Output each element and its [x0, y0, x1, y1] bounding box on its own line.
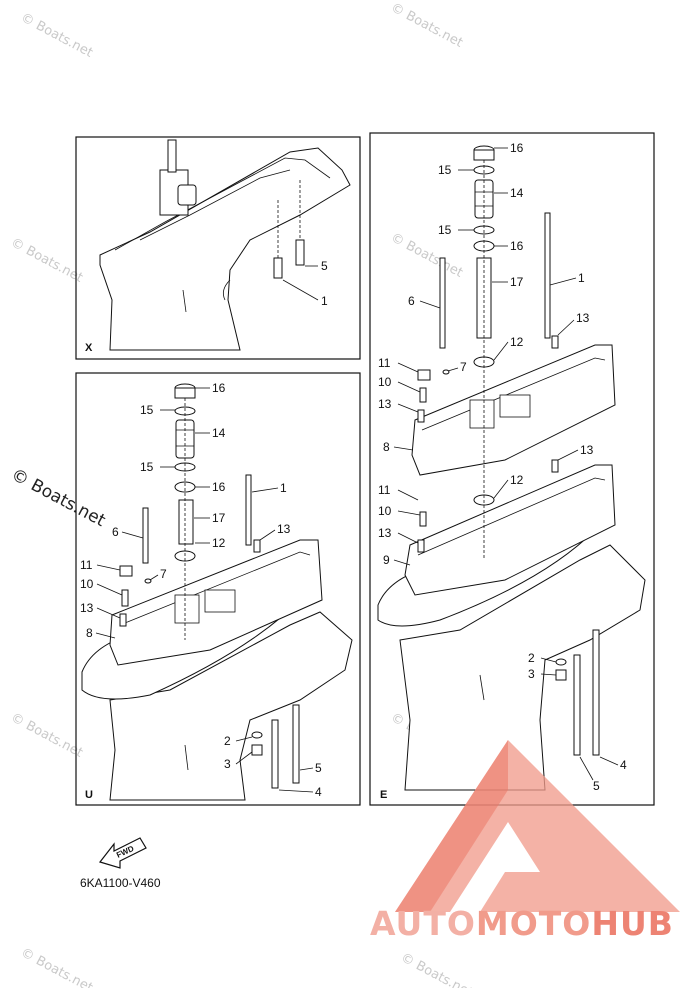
panel-letter-e: E: [380, 789, 387, 801]
callout-2: 2: [224, 734, 231, 748]
callout-6: 6: [408, 294, 415, 308]
callout-12: 12: [212, 536, 226, 550]
callout-5: 5: [315, 761, 322, 775]
callout-2: 2: [528, 651, 535, 665]
callout-14: 14: [510, 186, 524, 200]
panel-u: 16 15 14 15 16 1 6 17 13 11 12 7 10 13 8…: [75, 372, 361, 806]
callout-1: 1: [578, 271, 585, 285]
brand-auto: AUTO: [370, 904, 476, 943]
callout-1: 1: [280, 481, 287, 495]
callout-11: 11: [378, 483, 391, 497]
callout-4: 4: [315, 785, 322, 799]
callout-11: 11: [80, 558, 93, 572]
callout-10: 10: [378, 504, 392, 518]
callout-16: 16: [510, 141, 524, 155]
callout-13: 13: [576, 311, 590, 325]
watermark-text: © Boats.net: [18, 945, 95, 988]
callout-11: 11: [378, 356, 391, 370]
callout-3: 3: [224, 757, 231, 771]
callout-16: 16: [212, 381, 226, 395]
panel-letter-u: U: [85, 789, 93, 801]
callout-12: 12: [510, 335, 524, 349]
callout-17: 17: [510, 275, 524, 289]
callout-6: 6: [112, 525, 119, 539]
brand-wordmark: AUTOMOTOHUB: [370, 904, 674, 943]
callout-13: 13: [378, 397, 392, 411]
panel-x: 5 1 X: [75, 136, 361, 360]
watermark-text: © Boats.net: [388, 230, 465, 280]
callout-14: 14: [212, 426, 226, 440]
callout-15: 15: [438, 163, 452, 177]
callout-5: 5: [593, 779, 600, 793]
callout-13: 13: [277, 522, 291, 536]
watermark-text: © Boats.net: [8, 710, 85, 760]
callout-3: 3: [528, 667, 535, 681]
callout-16: 16: [510, 239, 524, 253]
watermark-text: © Boats.net: [8, 465, 109, 532]
automotohub-logo-icon: [395, 740, 680, 912]
callout-8: 8: [383, 440, 390, 454]
callout-15: 15: [438, 223, 452, 237]
watermarks: © Boats.net © Boats.net © Boats.net © Bo…: [8, 0, 476, 988]
panel-e: 16 15 14 15 16 1 17 6 13 11 12 7 10 13 8…: [369, 132, 655, 806]
callout-10: 10: [80, 577, 94, 591]
callout-7: 7: [160, 567, 167, 581]
watermark-text: © Boats.net: [8, 235, 85, 285]
panel-letter-x: X: [85, 342, 93, 354]
callout-8: 8: [86, 626, 93, 640]
callout-15: 15: [140, 403, 154, 417]
callout-13: 13: [80, 601, 94, 615]
callout-16: 16: [212, 480, 226, 494]
watermark-text: © Boats.net: [18, 10, 95, 60]
callout-9: 9: [383, 553, 390, 567]
watermark-text: © Boats.net: [398, 950, 475, 988]
callout-15: 15: [140, 460, 154, 474]
callout-7: 7: [460, 360, 467, 374]
watermark-text: © Boats.net: [388, 0, 465, 50]
callout-13: 13: [378, 526, 392, 540]
callout-10: 10: [378, 375, 392, 389]
brand-hub: HUB: [591, 904, 674, 943]
brand-moto: MOTO: [475, 904, 592, 943]
fwd-arrow-icon: FWD: [98, 837, 147, 869]
callout-13: 13: [580, 443, 594, 457]
callout-5: 5: [321, 259, 328, 273]
callout-12: 12: [510, 473, 524, 487]
callout-1: 1: [321, 294, 328, 308]
callout-4: 4: [620, 758, 627, 772]
part-code: 6KA1100-V460: [80, 876, 161, 890]
callout-17: 17: [212, 511, 226, 525]
